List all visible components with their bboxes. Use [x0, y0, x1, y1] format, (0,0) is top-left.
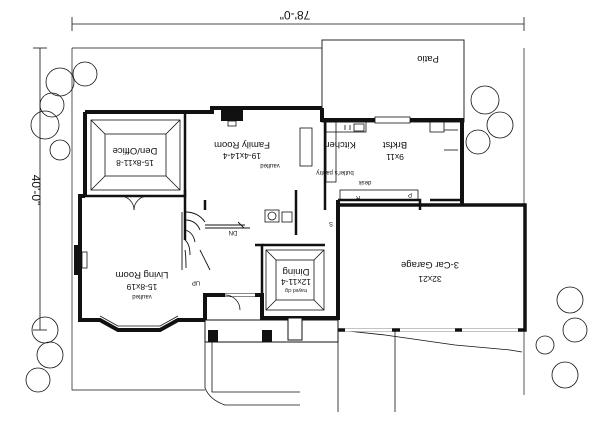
kitchen-counters — [299, 121, 419, 201]
dining-label: Dining — [283, 266, 310, 277]
porch-column-right — [262, 330, 272, 342]
landscape-trees — [25, 61, 588, 393]
living-room-note: vaulted — [132, 293, 151, 299]
den-tray — [90, 119, 181, 191]
interior-walls — [85, 112, 462, 295]
range-label: R — [355, 194, 360, 200]
brkfst-window — [374, 116, 411, 124]
garage-label: 3-Car Garage — [401, 259, 459, 270]
up-label: UP — [192, 279, 200, 285]
porch-column-left — [208, 330, 218, 342]
staircase — [181, 211, 250, 271]
den-doors — [119, 195, 149, 211]
patio-outline — [321, 39, 465, 123]
living-room-label: Living Room — [116, 269, 169, 280]
powder-room — [264, 209, 293, 223]
dn-label: DN — [229, 229, 238, 235]
pantry-p-label: P — [408, 191, 412, 197]
family-hearth — [227, 120, 237, 127]
living-room-size: 15-8x19 — [126, 282, 157, 292]
overall-depth-dimension: 40'-0" — [29, 175, 43, 206]
property-lines — [71, 47, 525, 395]
front-door — [224, 293, 255, 311]
family-room-note: vaulted — [260, 162, 279, 168]
garage-size: 32x21 — [418, 274, 441, 284]
dining-tray — [265, 249, 325, 311]
dining-note: trayed clg — [285, 287, 307, 293]
brkfst-label: Brkfst — [383, 139, 408, 150]
overall-width-dimension: 78'-0" — [280, 8, 311, 22]
desk-label: desk — [358, 179, 372, 185]
family-fireplace — [221, 108, 243, 121]
family-room-label: Family Room — [214, 139, 270, 150]
driveway — [204, 329, 523, 412]
living-fireplace — [74, 245, 82, 275]
patio-label: Patio — [417, 53, 439, 64]
family-room-size: 19-4x14-4 — [223, 151, 262, 161]
living-bay-window — [99, 315, 179, 327]
brkfst-size: 9x11 — [386, 152, 404, 162]
butlers-pantry-label: butler's pantry — [316, 169, 354, 175]
kitchen-label: Kitchen — [324, 139, 356, 150]
storage-s-label: S — [329, 220, 333, 226]
living-hearth — [81, 251, 88, 269]
dimension-lines — [33, 17, 525, 331]
den-size: 15-8x11-8 — [116, 158, 154, 168]
dining-size: 12x11-4 — [281, 277, 311, 287]
den-label: Den/Office — [113, 145, 158, 156]
brkfst-fixtures — [429, 119, 458, 151]
